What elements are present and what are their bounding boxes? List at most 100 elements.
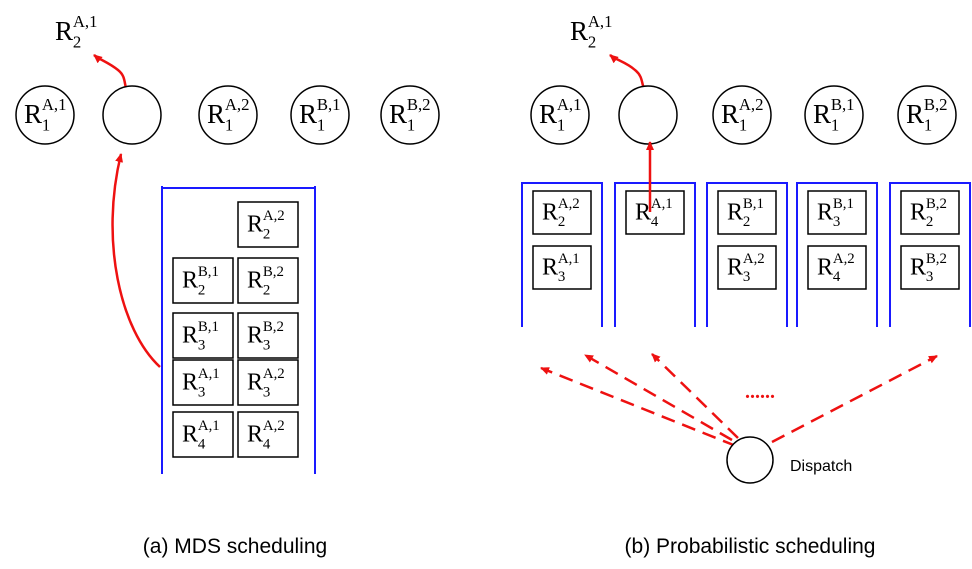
- request-label-base: R: [910, 254, 926, 280]
- request-label-sup: B,1: [833, 196, 854, 212]
- request-label-sub: 2: [926, 214, 933, 230]
- request-box: [807, 190, 867, 235]
- request-box: [237, 359, 299, 406]
- request-label-sub: 4: [651, 214, 659, 230]
- server-label-base: R: [539, 99, 557, 129]
- served-label-sub: 2: [588, 33, 596, 52]
- queue-outline: [614, 182, 696, 327]
- server-circle: [712, 85, 772, 145]
- request-label-base: R: [182, 422, 198, 448]
- server-label-sup: A,2: [739, 95, 764, 114]
- request-label-base: R: [247, 370, 263, 396]
- server-label-sup: B,2: [407, 95, 431, 114]
- request-box: [172, 312, 234, 359]
- request-label-base: R: [247, 323, 263, 349]
- request-box: [717, 190, 777, 235]
- request-label-sup: B,2: [926, 196, 947, 212]
- served-label-base: R: [55, 16, 73, 46]
- request-label-base: R: [727, 254, 743, 280]
- server-label-base: R: [721, 99, 739, 129]
- server-label-sup: B,2: [924, 95, 948, 114]
- request-label-sub: 3: [833, 214, 840, 230]
- request-label-sub: 3: [926, 269, 933, 285]
- request-label-sup: B,2: [263, 264, 284, 280]
- server-circle: [380, 85, 440, 145]
- server-label-base: R: [207, 99, 225, 129]
- request-label-sub: 3: [198, 337, 205, 353]
- dispatch-to-server-arrow: [111, 153, 161, 368]
- request-label-sup: B,1: [743, 196, 764, 212]
- server-label-sub: 1: [739, 116, 747, 135]
- server-label-sub: 1: [42, 116, 50, 135]
- dispatch-arrow: [540, 366, 737, 448]
- request-label-sup: A,2: [263, 418, 285, 434]
- request-label-base: R: [727, 199, 743, 225]
- served-label-sub: 2: [73, 33, 81, 52]
- request-label-base: R: [542, 254, 558, 280]
- request-label-sub: 2: [263, 226, 270, 242]
- request-label-base: R: [182, 268, 198, 294]
- request-label-sup: A,1: [558, 251, 580, 267]
- request-label-base: R: [247, 268, 263, 294]
- served-label-base: R: [570, 16, 588, 46]
- served-label-sup: A,1: [73, 12, 98, 31]
- request-label-base: R: [817, 199, 833, 225]
- request-label-sub: 2: [743, 214, 750, 230]
- server-label-sub: 1: [317, 116, 325, 135]
- request-box: [172, 359, 234, 406]
- server-label-base: R: [389, 99, 407, 129]
- request-label-sup: A,2: [833, 251, 855, 267]
- request-label-base: R: [910, 199, 926, 225]
- request-label-base: R: [247, 212, 263, 238]
- request-label-sup: B,2: [263, 319, 284, 335]
- request-label-sup: A,2: [743, 251, 765, 267]
- request-box: [900, 245, 960, 290]
- queue-outline: [521, 182, 603, 327]
- server-label-base: R: [24, 99, 42, 129]
- server-label-sub: 1: [407, 116, 415, 135]
- request-box: [532, 190, 592, 235]
- request-box: [807, 245, 867, 290]
- request-label-sub: 3: [198, 384, 205, 400]
- queue-outline: [889, 182, 971, 327]
- caption-mds: (a) MDS scheduling: [143, 535, 327, 558]
- server-label-sub: 1: [831, 116, 839, 135]
- server-label-sup: A,2: [225, 95, 250, 114]
- request-label-base: R: [182, 323, 198, 349]
- dispatch-arrow: [584, 353, 733, 442]
- request-label-sup: A,1: [198, 366, 220, 382]
- dispatch-arrows: [540, 353, 938, 448]
